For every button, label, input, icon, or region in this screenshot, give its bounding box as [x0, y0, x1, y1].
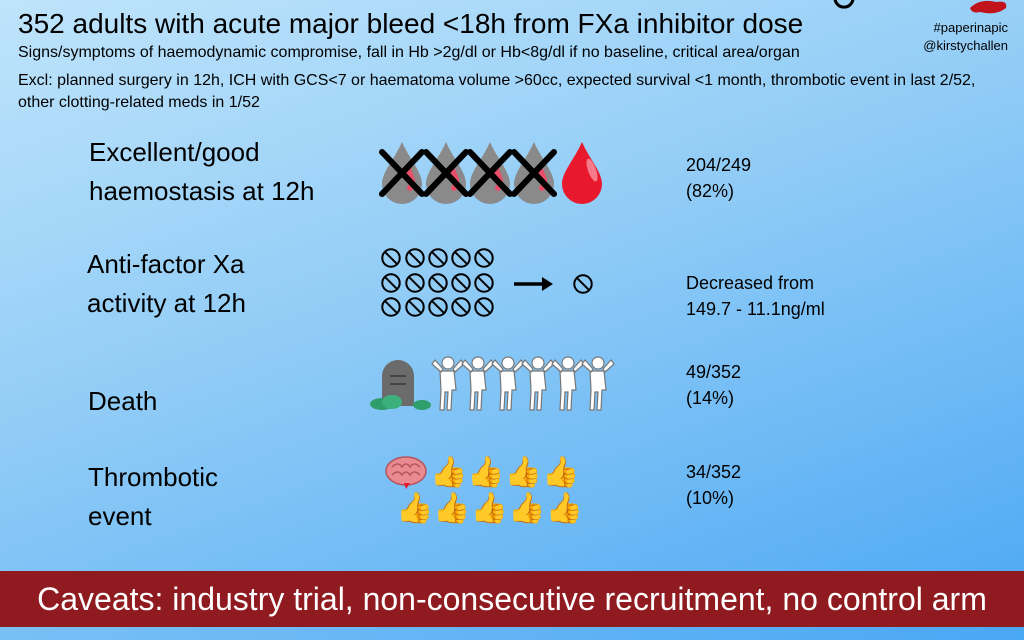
- drop-crossed-1: [379, 142, 425, 204]
- blood-drop-icon: [562, 142, 602, 204]
- thumbs-up-icon: 👍: [508, 492, 546, 525]
- page-title: 352 adults with acute major bleed <18h f…: [18, 8, 804, 39]
- author-handle: @kirstychallen: [923, 38, 1008, 53]
- thumbs-up-icon: 👍: [542, 456, 580, 489]
- brain-icon: [384, 455, 430, 491]
- inclusion-criteria: Signs/symptoms of haemodynamic compromis…: [18, 44, 800, 61]
- outcome-label-haemostasis: Excellent/good haemostasis at 12h: [89, 137, 315, 206]
- thumbs-up-icon: 👍: [396, 492, 434, 525]
- drop-crossed-4: [511, 142, 557, 204]
- caveats-banner: Caveats: industry trial, non-consecutive…: [0, 571, 1024, 627]
- prohibited-icon: [573, 274, 593, 294]
- hashtag: #paperinapic: [933, 20, 1008, 35]
- thumbs-up-icon: 👍: [467, 456, 505, 489]
- thumbs-up-icon: 👍: [470, 492, 509, 525]
- drop-crossed-3: [467, 142, 513, 204]
- tombstone-icon: [370, 360, 431, 410]
- arrow-right-icon: [514, 277, 553, 291]
- thumbs-up-icon: 👍: [430, 456, 468, 489]
- anti-xa-pictogram: [378, 246, 608, 327]
- result-death: 49/352 (14%): [686, 362, 742, 408]
- drop-crossed-2: [423, 142, 469, 204]
- death-pictogram: [368, 354, 618, 419]
- logo-icon: [830, 0, 870, 19]
- exclusion-criteria: Excl: planned surgery in 12h, ICH with G…: [18, 72, 976, 111]
- result-haemostasis: 204/249 (82%): [686, 155, 752, 201]
- result-thrombotic: 34/352 (10%): [686, 462, 742, 508]
- person-icon: [461, 356, 495, 411]
- thumbs-up-icon: 👍: [504, 456, 543, 489]
- outcome-label-thrombotic: Thrombotic event: [88, 462, 219, 531]
- outcome-label-death: Death: [88, 386, 158, 416]
- person-icon: [491, 356, 525, 411]
- thumbs-up-icon: 👍: [545, 492, 583, 525]
- thrombotic-pictogram: 👍 👍 👍 👍 👍 👍 👍 👍 👍: [384, 455, 583, 527]
- person-icon: [581, 356, 615, 411]
- person-icon: [521, 356, 555, 411]
- blood-splash-icon: [966, 0, 1010, 23]
- person-icon: [431, 356, 465, 411]
- prohibited-grid: [381, 248, 494, 317]
- haemostasis-pictogram: [378, 138, 608, 213]
- result-anti-xa: Decreased from 149.7 - 11.1ng/ml: [686, 273, 825, 319]
- person-icon: [551, 356, 585, 411]
- outcome-label-anti-xa: Anti-factor Xa activity at 12h: [87, 249, 246, 318]
- thumbs-up-icon: 👍: [433, 492, 471, 525]
